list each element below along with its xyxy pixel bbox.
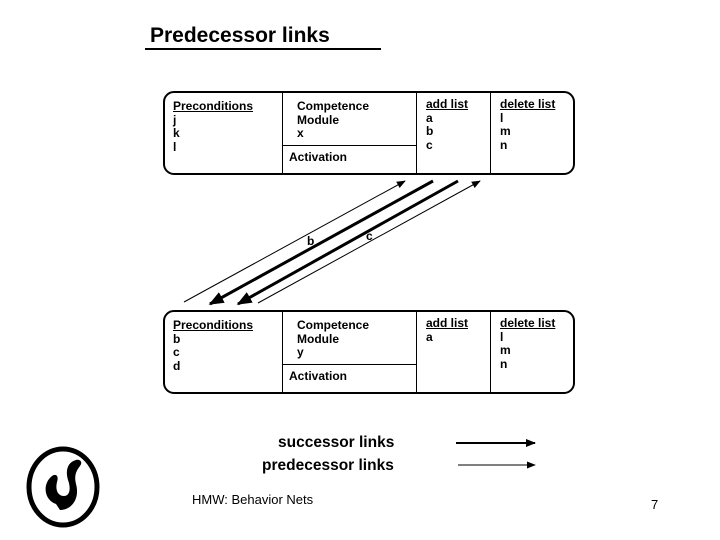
delete-list-cell: delete list l m n — [500, 316, 556, 371]
link-label-c: c — [366, 229, 373, 243]
competence-label: Competence — [297, 318, 370, 332]
divider — [282, 145, 416, 146]
divider — [282, 312, 283, 392]
add-list-cell: add list a — [426, 316, 469, 344]
module-label: Module — [297, 112, 339, 127]
precondition-item: b — [173, 331, 181, 346]
precondition-item: c — [173, 345, 180, 359]
preconditions-heading: Preconditions — [173, 99, 254, 113]
module-name: y — [297, 345, 304, 359]
delete-list-item: n — [500, 137, 508, 152]
title-underline — [145, 48, 381, 50]
competence-cell: Competence Module y — [297, 318, 370, 360]
activation-label: Activation — [289, 369, 348, 383]
competence-module-x: Preconditions j k l Competence Module x … — [163, 91, 575, 175]
divider — [490, 312, 491, 392]
preconditions-heading: Preconditions — [173, 318, 254, 332]
precondition-item: j — [173, 112, 177, 127]
module-label: Module — [297, 331, 339, 346]
competence-label: Competence — [297, 99, 370, 113]
footer-text: HMW: Behavior Nets — [192, 492, 314, 507]
successor-link — [208, 179, 434, 306]
divider — [416, 312, 417, 392]
add-list-heading: add list — [426, 316, 469, 330]
add-list-item: a — [426, 110, 433, 125]
add-list-cell: add list a b c — [426, 97, 469, 152]
predecessor-link — [257, 180, 481, 304]
predecessor-link — [183, 180, 406, 303]
divider — [282, 364, 416, 365]
precondition-item: l — [173, 139, 177, 154]
competence-module-y: Preconditions b c d Competence Module y … — [163, 310, 575, 394]
divider — [282, 93, 283, 173]
page-number: 7 — [651, 497, 659, 512]
delete-list-item: l — [500, 329, 504, 344]
successor-link — [236, 179, 459, 306]
divider — [416, 93, 417, 173]
link-label-b: b — [307, 234, 315, 248]
delete-list-heading: delete list — [500, 316, 556, 330]
delete-list-item: l — [500, 110, 504, 125]
add-list-item: a — [426, 329, 433, 344]
activation-label: Activation — [289, 150, 348, 164]
precondition-item: d — [173, 358, 181, 373]
add-list-item: b — [426, 124, 434, 138]
add-list-heading: add list — [426, 97, 469, 111]
add-list-item: c — [426, 137, 433, 152]
legend-successor-label: successor links — [278, 434, 395, 451]
legend-predecessor-label: predecessor links — [262, 457, 394, 474]
competence-cell: Competence Module x — [297, 99, 370, 141]
delete-list-cell: delete list l m n — [500, 97, 556, 152]
delete-list-item: m — [500, 124, 511, 138]
logo-icon — [26, 446, 100, 528]
page-title: Predecessor links — [150, 24, 330, 47]
delete-list-item: m — [500, 343, 511, 357]
precondition-item: k — [173, 126, 180, 140]
preconditions-cell: Preconditions b c d — [173, 318, 254, 373]
delete-list-heading: delete list — [500, 97, 556, 111]
divider — [490, 93, 491, 173]
preconditions-cell: Preconditions j k l — [173, 99, 254, 154]
delete-list-item: n — [500, 356, 508, 371]
module-name: x — [297, 126, 304, 140]
